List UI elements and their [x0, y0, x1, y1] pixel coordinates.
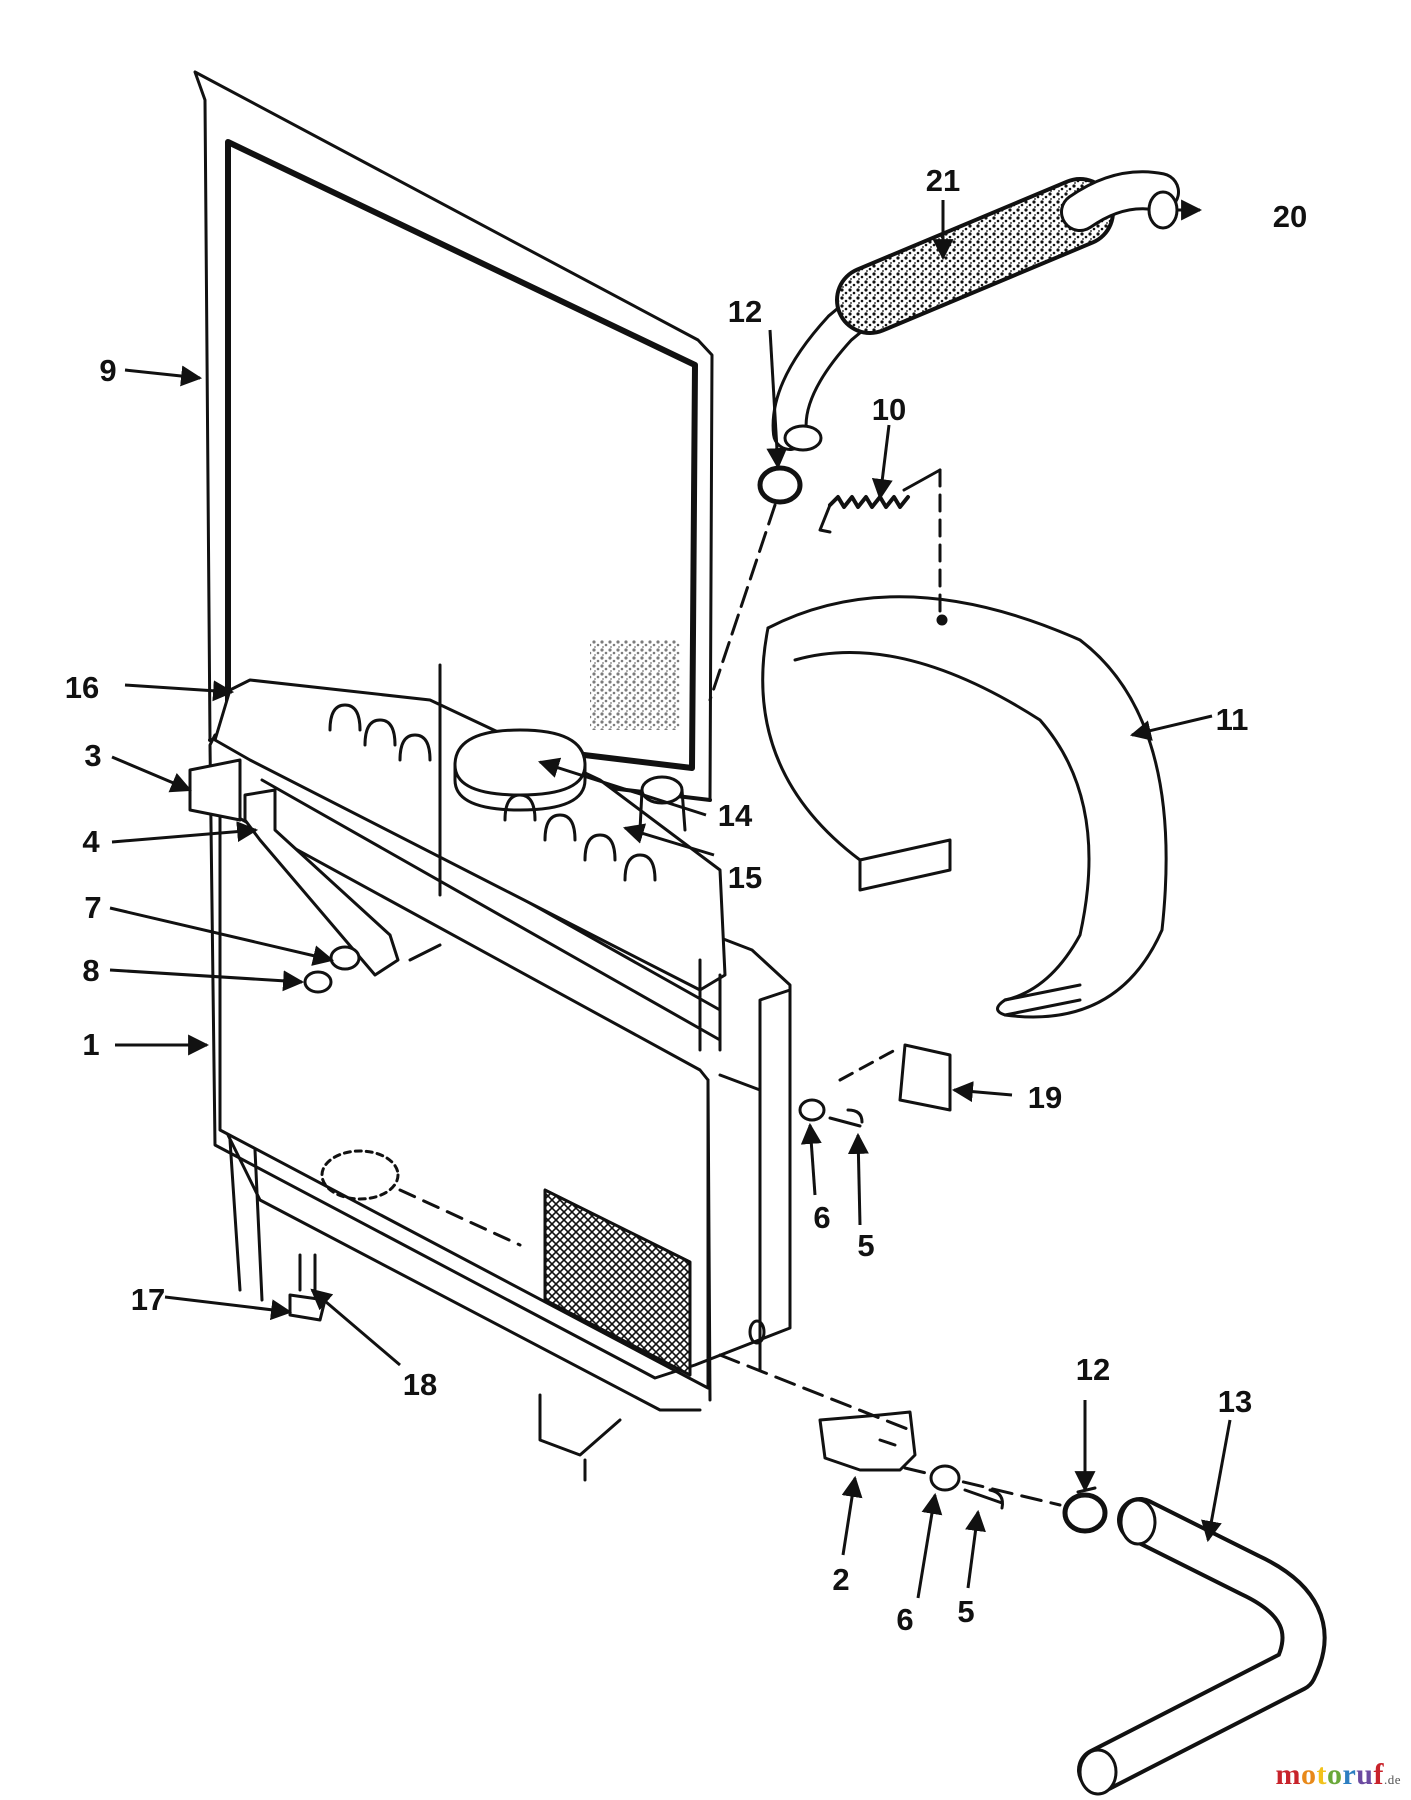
- fan-band-part: [761, 595, 1168, 1019]
- part-label-12a: 12: [728, 294, 762, 329]
- part-label-5b: 5: [957, 1594, 974, 1629]
- lower-hose-part: [1077, 1497, 1327, 1796]
- drain-part: [288, 1253, 327, 1322]
- washer-part: [929, 1464, 961, 1492]
- spring-part: [818, 468, 942, 534]
- part-label-12b: 12: [1076, 1352, 1110, 1387]
- part-label-10: 10: [872, 392, 906, 427]
- part-label-2: 2: [832, 1562, 849, 1597]
- part-label-7: 7: [84, 890, 101, 925]
- part-label-9: 9: [99, 353, 116, 388]
- part-label-4: 4: [82, 824, 100, 859]
- part-label-8: 8: [82, 953, 99, 988]
- bracket-tab: [718, 1073, 762, 1092]
- radiator-cap-part: [453, 728, 587, 812]
- nut-part: [303, 970, 333, 994]
- hose-clamp-part: [757, 465, 803, 505]
- part-label-1: 1: [82, 1027, 99, 1062]
- part-label-20: 20: [1273, 199, 1307, 234]
- part-label-16: 16: [65, 670, 99, 705]
- part-label-6a: 6: [813, 1200, 830, 1235]
- part-label-19: 19: [1028, 1080, 1062, 1115]
- washer-part: [798, 1098, 826, 1122]
- bolt-part: [828, 1108, 864, 1128]
- watermark-logo: motoruf.de: [1275, 1758, 1401, 1792]
- part-label-13: 13: [1218, 1384, 1252, 1419]
- bolt-part: [963, 1488, 1004, 1510]
- part-labels: 1 2 3 4 5 5 6 6 7 8 9 10 11 12 12 13 14 …: [65, 163, 1307, 1637]
- part-label-5a: 5: [857, 1228, 874, 1263]
- lower-bracket-part: [818, 1410, 917, 1472]
- shroud-screen-part: [193, 70, 714, 802]
- part-label-17: 17: [131, 1282, 165, 1317]
- pad-part: [898, 1043, 952, 1112]
- watermark-tld: .de: [1383, 1772, 1401, 1787]
- part-label-11: 11: [1216, 702, 1249, 737]
- part-label-18: 18: [403, 1367, 437, 1402]
- part-label-3: 3: [84, 738, 101, 773]
- leader-lines: [109, 199, 1232, 1599]
- part-label-14: 14: [718, 798, 753, 833]
- hose-clamp-part: [1062, 1486, 1108, 1534]
- part-label-15: 15: [728, 860, 762, 895]
- watermark-text: motoruf: [1275, 1758, 1384, 1791]
- part-label-21: 21: [926, 163, 960, 198]
- washer-part: [329, 945, 361, 971]
- part-label-6b: 6: [896, 1602, 913, 1637]
- upper-hose-part: [771, 170, 1180, 452]
